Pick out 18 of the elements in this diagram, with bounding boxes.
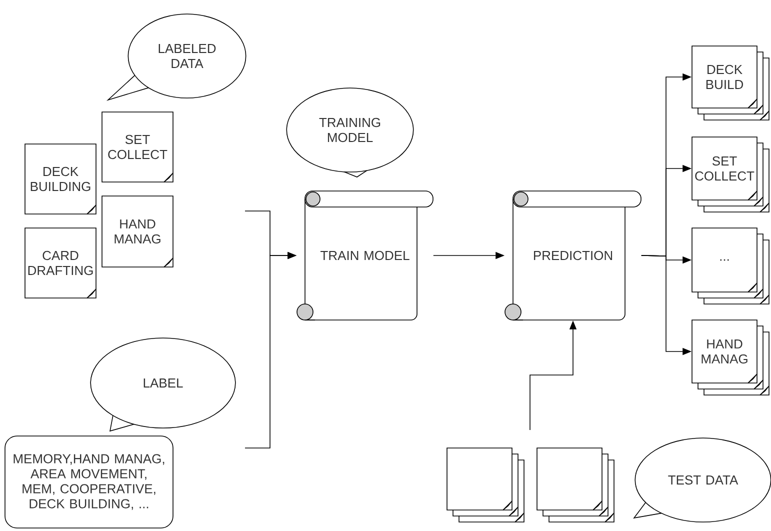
node-label: PREDICTION bbox=[534, 250, 612, 260]
document-note: SET COLLECT bbox=[102, 112, 174, 182]
speech-bubble: LABELED DATA bbox=[106, 14, 246, 101]
document-stack bbox=[446, 448, 524, 522]
node-label: TRAIN MODEL bbox=[320, 250, 410, 260]
label-box: MEMORY,HAND MANAG, AREA MOVEMENT, MEM, COOPERATIVE, DECK BUILDING, ... bbox=[4, 436, 174, 528]
node-label: TEST DATA bbox=[668, 475, 738, 485]
speech-bubble: LABEL bbox=[90, 338, 236, 432]
document-note: DECK BUILDING bbox=[24, 144, 96, 214]
document-stack: DECK BUILD bbox=[692, 46, 770, 120]
document-note: CARD DRAFTING bbox=[24, 228, 96, 298]
document-stack: SET COLLECT bbox=[692, 136, 770, 212]
document-stack: ... bbox=[692, 228, 770, 304]
document-stack bbox=[536, 448, 614, 522]
speech-bubble: TEST DATA bbox=[633, 438, 771, 522]
document-note: HAND MANAG bbox=[102, 196, 174, 268]
document-stack: HAND MANAG bbox=[692, 320, 770, 396]
speech-bubble: TRAINING MODEL bbox=[286, 88, 414, 178]
